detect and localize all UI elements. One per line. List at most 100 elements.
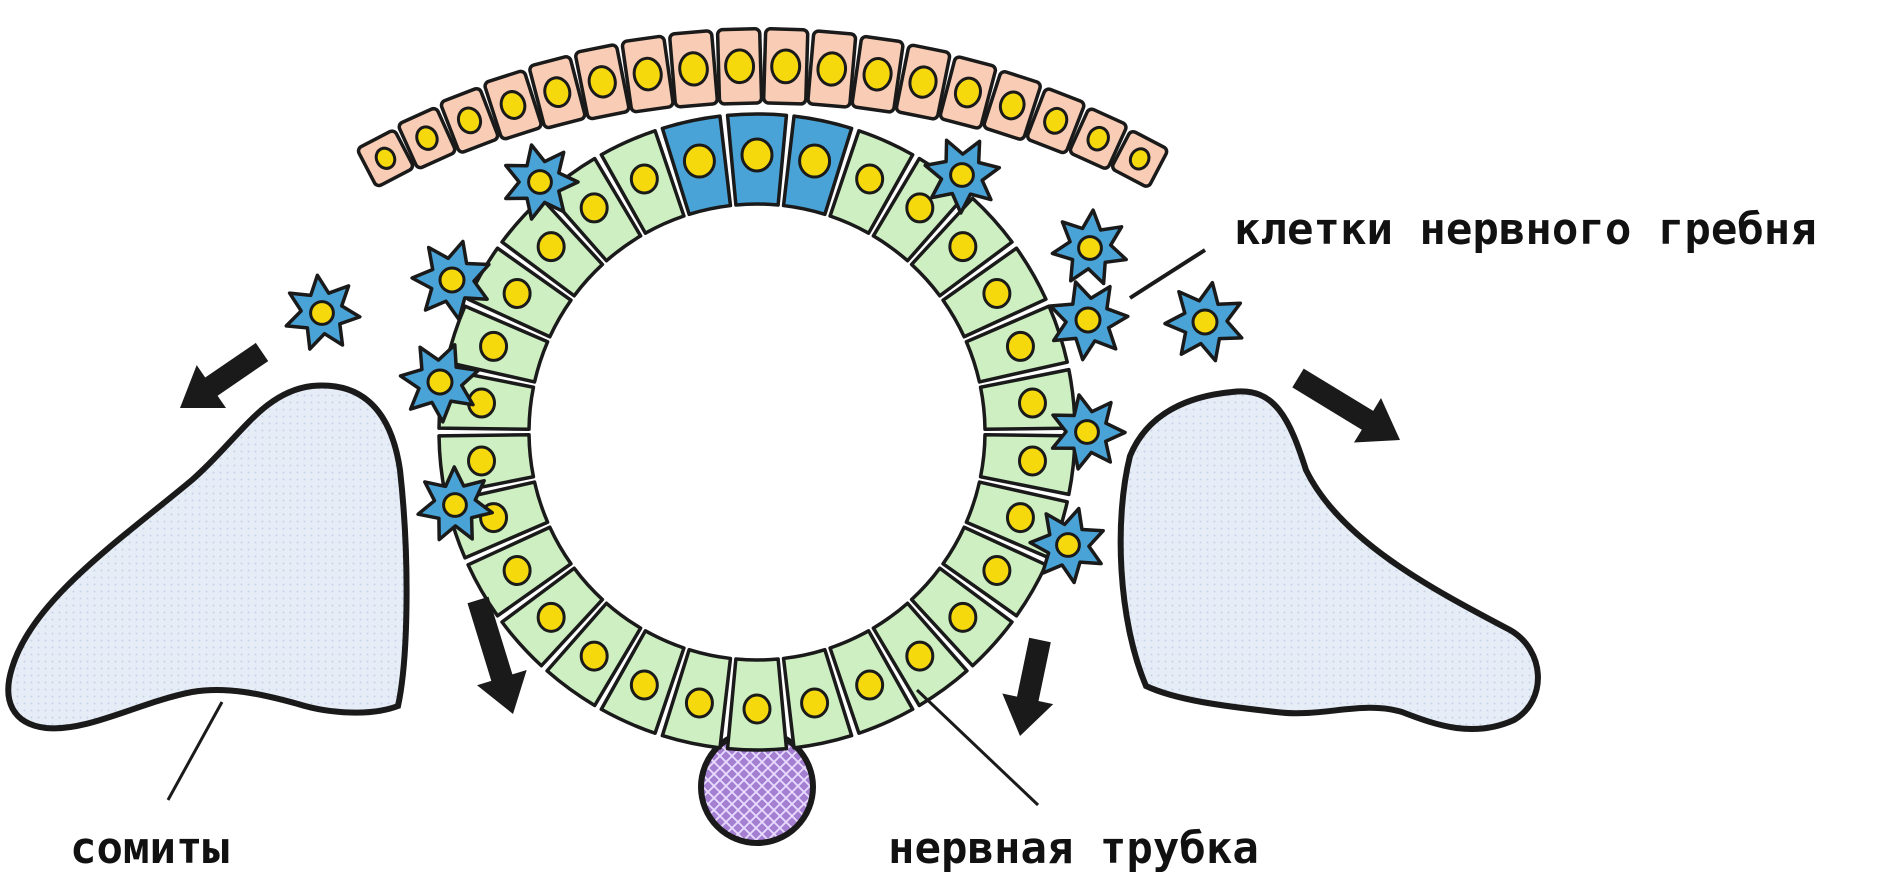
cell-nucleus-icon	[309, 300, 335, 326]
cell-nucleus-icon	[678, 51, 709, 87]
ectoderm-cell	[574, 43, 631, 121]
ectoderm-layer	[356, 26, 1169, 188]
label-somites: сомиты	[70, 823, 229, 874]
cell-nucleus-icon	[1005, 330, 1035, 362]
ectoderm-cell	[620, 34, 675, 114]
cell-nucleus-icon	[502, 555, 532, 586]
neural-crest-cell-icon	[416, 465, 494, 542]
arrow-icon	[180, 342, 269, 408]
cell-nucleus-icon	[740, 137, 774, 173]
cell-nucleus-icon	[426, 368, 454, 396]
cell-nucleus-icon	[467, 445, 497, 477]
neural-crest-cell-icon	[923, 138, 1002, 215]
cell-nucleus-icon	[1043, 106, 1069, 135]
cell-nucleus-icon	[724, 48, 756, 85]
ectoderm-cell	[806, 29, 858, 109]
roof-plate-cell	[781, 114, 854, 217]
cell-nucleus-icon	[442, 492, 468, 518]
cell-nucleus-icon	[948, 601, 978, 633]
cell-nucleus-icon	[536, 601, 566, 633]
ectoderm-cell	[982, 70, 1042, 141]
cell-nucleus-icon	[742, 693, 772, 725]
neural-tube-cell	[437, 432, 536, 497]
neural-tube-cell	[828, 129, 915, 235]
neural-crest-cell-icon	[1050, 393, 1127, 471]
cell-nucleus-icon	[800, 687, 830, 719]
neural-tube-cell	[871, 601, 969, 708]
cell-nucleus-icon	[479, 330, 509, 362]
ectoderm-cell	[668, 29, 719, 109]
neural-crest-cell-icon	[398, 343, 481, 424]
leader-line-somites	[166, 701, 224, 801]
cell-nucleus-icon	[798, 143, 832, 179]
cell-nucleus-icon	[374, 146, 397, 170]
cell-nucleus-icon	[684, 687, 714, 719]
ectoderm-cell	[356, 129, 415, 188]
cell-nucleus-icon	[629, 669, 659, 701]
arrow-icon	[467, 596, 527, 714]
cell-nucleus-icon	[499, 90, 527, 120]
neural-tube-cell	[978, 432, 1077, 497]
ectoderm-cell	[439, 86, 500, 154]
ectoderm-cell	[1068, 107, 1128, 170]
cell-nucleus-icon	[948, 231, 978, 263]
leader-line-neural-tube	[915, 688, 1040, 807]
cell-nucleus-icon	[1074, 306, 1102, 334]
neural-tube-cell	[909, 566, 1014, 668]
cell-nucleus-icon	[502, 278, 532, 309]
cell-nucleus-icon	[579, 192, 609, 224]
cell-nucleus-icon	[1055, 532, 1081, 558]
neural-tube-cell	[500, 566, 605, 668]
neural-tube-cell	[660, 647, 733, 750]
cell-nucleus-icon	[855, 669, 885, 701]
neural-crest-cell-icon	[284, 273, 362, 351]
neural-tube-cell	[466, 525, 573, 618]
neural-crest-cell-icon	[504, 143, 580, 221]
cell-nucleus-icon	[587, 65, 617, 99]
neural-tube-wall	[437, 112, 1077, 752]
roof-plate-cell	[660, 114, 733, 217]
neural-crest-cell-icon	[410, 239, 491, 322]
cell-nucleus-icon	[1017, 387, 1047, 419]
cell-nucleus-icon	[438, 266, 466, 294]
ectoderm-cell	[715, 26, 764, 106]
cell-nucleus-icon	[1086, 125, 1110, 152]
somite-right	[1117, 388, 1541, 733]
cell-nucleus-icon	[579, 640, 609, 672]
label-neural-crest-cells: клетки нервного гребня	[1234, 204, 1817, 255]
arrow-icon	[1292, 368, 1400, 443]
leader-line-neural-crest	[1128, 248, 1207, 300]
cell-nucleus-icon	[536, 231, 566, 263]
neural-crest-cell-icon	[1028, 506, 1105, 585]
arrow-icon	[1002, 637, 1054, 736]
cell-nucleus-icon	[982, 555, 1012, 586]
neural-crest-cell-icon	[1163, 280, 1244, 363]
cell-nucleus-icon	[629, 163, 659, 195]
ectoderm-cell	[1110, 129, 1169, 188]
ectoderm-cell	[528, 55, 587, 130]
ectoderm-cell	[894, 43, 952, 121]
cell-nucleus-icon	[1128, 147, 1151, 171]
cell-nucleus-icon	[905, 640, 935, 672]
cell-nucleus-icon	[770, 48, 802, 85]
cell-nucleus-icon	[456, 106, 483, 135]
cell-nucleus-icon	[816, 51, 848, 87]
neural-tube-cell	[941, 246, 1048, 339]
neural-tube-cell	[725, 657, 789, 752]
somite-left	[5, 382, 410, 732]
neural-tube-cell	[828, 629, 915, 735]
cell-nucleus-icon	[908, 65, 938, 99]
ectoderm-cell	[397, 106, 457, 170]
cell-nucleus-icon	[953, 76, 982, 109]
neural-tube-cell	[599, 129, 686, 235]
ectoderm-cell	[1025, 87, 1086, 155]
migration-arrows	[180, 342, 1400, 736]
cell-nucleus-icon	[862, 57, 893, 92]
cell-nucleus-icon	[1077, 235, 1103, 261]
cell-nucleus-icon	[855, 163, 885, 195]
cell-nucleus-icon	[1191, 308, 1219, 336]
neural-tube-cell	[978, 367, 1077, 432]
neural-crest-cell-group	[284, 138, 1244, 585]
cell-nucleus-icon	[905, 192, 935, 224]
ectoderm-cell	[483, 69, 543, 141]
